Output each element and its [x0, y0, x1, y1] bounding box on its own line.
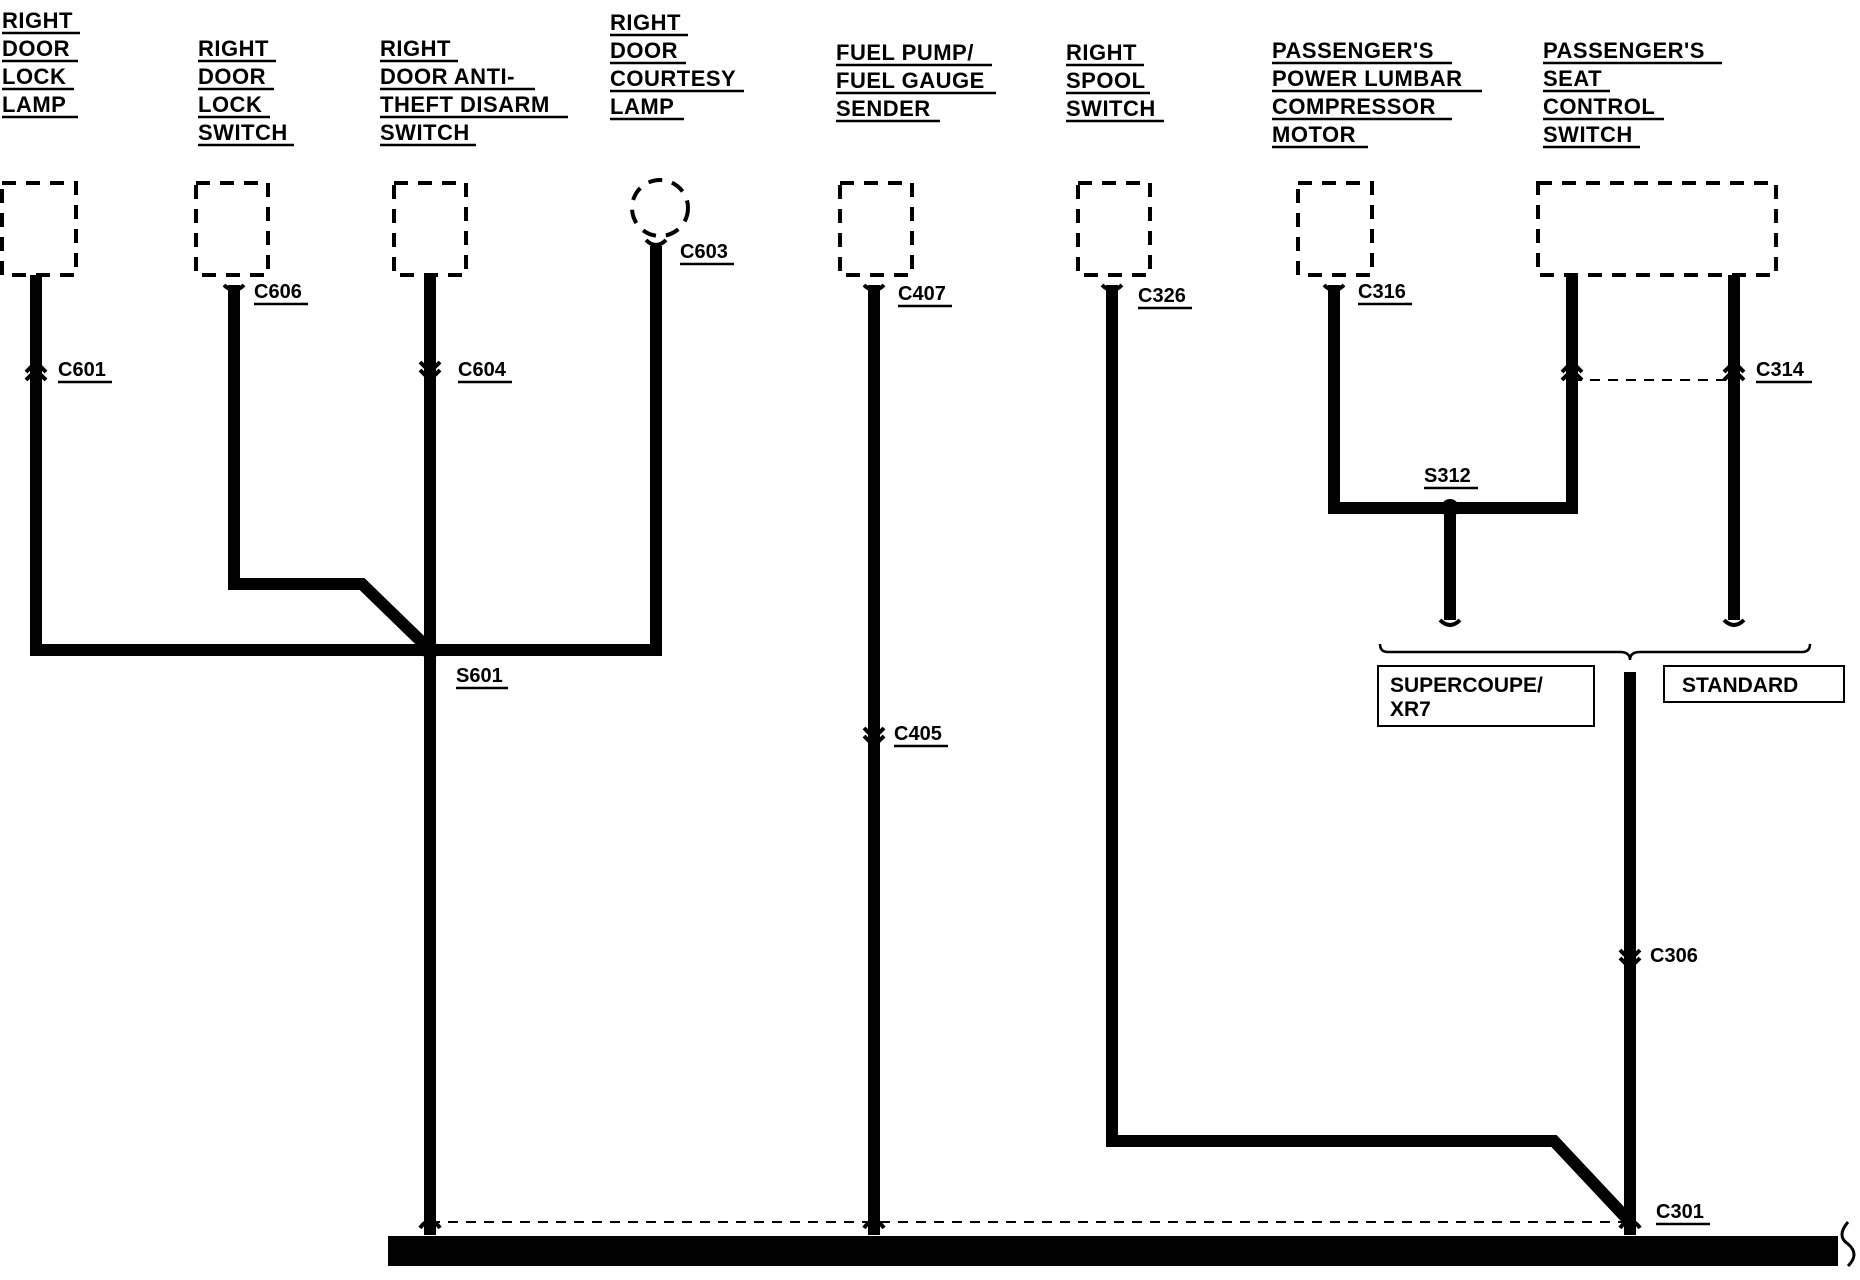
splice-s601-dot — [421, 641, 439, 659]
connector-c601-label: C601 — [58, 359, 106, 381]
label-line: DOOR — [198, 64, 266, 89]
label-line: PASSENGER'S — [1272, 38, 1434, 63]
label-line: RIGHT — [1066, 40, 1137, 65]
wires — [30, 246, 1740, 1235]
label-line: RIGHT — [2, 8, 73, 33]
connector-c604-symbol — [418, 360, 442, 383]
component-box-right-door-lock-switch — [194, 181, 270, 277]
label-line: SEAT — [1543, 66, 1602, 91]
connector-c604-label: C604 — [458, 359, 507, 381]
splice-s312-label: S312 — [1424, 465, 1471, 487]
option-tail-supercoupe — [1438, 618, 1462, 627]
connector-c314-label: C314 — [1756, 359, 1805, 381]
label-line: DOOR ANTI- — [380, 64, 515, 89]
connector-c405-label: C405 — [894, 723, 942, 745]
component-box-right-spool-switch — [1076, 181, 1152, 277]
component-box-fuel-pump-sender — [838, 181, 914, 277]
connector-c606-symbol — [222, 283, 246, 292]
component-box-right-door-lock-lamp — [0, 181, 78, 277]
connector-c407-label: C407 — [898, 283, 946, 305]
connector-c316-symbol — [1322, 283, 1346, 292]
option-box-standard — [1663, 665, 1845, 703]
label-line: DOOR — [610, 38, 678, 63]
connector-c405-symbol — [862, 726, 886, 749]
label-line: CONTROL — [1543, 94, 1655, 119]
component-box-anti-theft-disarm-switch — [392, 181, 468, 277]
label-line: FUEL PUMP/ — [836, 40, 974, 65]
label-line: SWITCH — [1543, 122, 1633, 147]
label-line: THEFT DISARM — [380, 92, 550, 117]
label-line: RIGHT — [380, 36, 451, 61]
label-line: PASSENGER'S — [1543, 38, 1705, 63]
break-symbol — [1840, 1221, 1856, 1268]
label-line: LOCK — [198, 92, 262, 117]
connector-labels: C601 C606 C604 C603 C407 C326 C316 C314 … — [58, 241, 1812, 1226]
label-line: MOTOR — [1272, 122, 1356, 147]
label-right-spool-switch: RIGHT SPOOL SWITCH — [1066, 40, 1164, 123]
label-right-door-lock-switch: RIGHT DOOR LOCK SWITCH — [198, 36, 294, 147]
connector-c316-label: C316 — [1358, 281, 1406, 303]
label-line: LAMP — [610, 94, 674, 119]
connector-symbols — [24, 238, 1746, 1230]
ground-c301-symbol-1 — [418, 1219, 442, 1230]
connector-c314-right-symbol — [1722, 359, 1746, 382]
connector-c326-symbol — [1100, 283, 1124, 292]
label-line: LOCK — [2, 64, 66, 89]
label-line: LAMP — [2, 92, 66, 117]
label-line: SPOOL — [1066, 68, 1146, 93]
option-standard-label: STANDARD — [1682, 674, 1798, 697]
connector-c603-symbol — [644, 238, 668, 247]
label-passengers-seat-control-switch: PASSENGER'S SEAT CONTROL SWITCH — [1543, 38, 1722, 149]
label-right-door-anti-theft-disarm-switch: RIGHT DOOR ANTI- THEFT DISARM SWITCH — [380, 36, 568, 147]
option-tail-standard — [1722, 618, 1746, 627]
option-brace — [1378, 643, 1812, 661]
splice-s601-label: S601 — [456, 665, 503, 687]
connector-c601-symbol — [24, 359, 48, 382]
ground-c301-symbol-3 — [1618, 1219, 1642, 1230]
connector-c306-symbol — [1618, 948, 1642, 971]
label-line: COURTESY — [610, 66, 736, 91]
component-circle-courtesy-lamp — [630, 178, 690, 238]
option-box-supercoupe — [1377, 665, 1595, 727]
label-line: DOOR — [2, 36, 70, 61]
label-line: COMPRESSOR — [1272, 94, 1436, 119]
connector-c314-left-symbol — [1560, 359, 1584, 382]
connector-c301-label: C301 — [1656, 1201, 1704, 1223]
label-line: SENDER — [836, 96, 931, 121]
ground-c301-symbol-2 — [862, 1219, 886, 1230]
component-box-lumbar-compressor-motor — [1296, 181, 1374, 277]
label-line: FUEL GAUGE — [836, 68, 985, 93]
connector-c326-label: C326 — [1138, 285, 1186, 307]
label-line: RIGHT — [610, 10, 681, 35]
connector-c606-label: C606 — [254, 281, 302, 303]
label-right-door-courtesy-lamp: RIGHT DOOR COURTESY LAMP — [610, 10, 744, 121]
ground-bus-bar — [388, 1236, 1838, 1266]
option-supercoupe-line1: SUPERCOUPE/ — [1390, 674, 1543, 697]
label-line: SWITCH — [1066, 96, 1156, 121]
label-right-door-lock-lamp: RIGHT DOOR LOCK LAMP — [2, 8, 80, 119]
connector-c407-symbol — [862, 283, 886, 292]
component-box-seat-control-switch — [1536, 181, 1778, 277]
label-line: SWITCH — [380, 120, 470, 145]
label-passengers-power-lumbar-compressor-motor: PASSENGER'S POWER LUMBAR COMPRESSOR MOTO… — [1272, 38, 1482, 149]
option-supercoupe-line2: XR7 — [1390, 698, 1431, 721]
label-line: SWITCH — [198, 120, 288, 145]
connector-c603-label: C603 — [680, 241, 728, 263]
label-line: RIGHT — [198, 36, 269, 61]
label-line: POWER LUMBAR — [1272, 66, 1463, 91]
splice-s312-dot — [1441, 499, 1459, 517]
label-fuel-pump-fuel-gauge-sender: FUEL PUMP/ FUEL GAUGE SENDER — [836, 40, 996, 123]
connector-c306-label: C306 — [1650, 945, 1698, 967]
